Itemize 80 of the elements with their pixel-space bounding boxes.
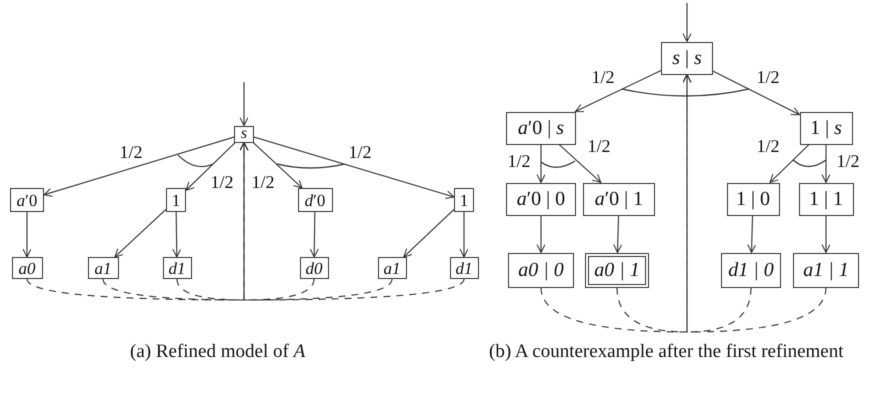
probability-label: 1/2 <box>210 173 234 191</box>
probability-label: 1/2 <box>506 152 532 170</box>
state-box <box>800 112 852 144</box>
arrow <box>114 208 166 258</box>
state-box <box>378 257 406 279</box>
arrow <box>536 144 546 183</box>
probability-label: 1/2 <box>836 152 860 170</box>
state-box <box>300 257 328 279</box>
state-box <box>162 257 192 279</box>
state-box <box>798 182 854 216</box>
arrow <box>240 82 248 126</box>
state-label: a′0 | 1 <box>594 189 644 209</box>
arrow <box>613 215 622 253</box>
state-label: d1 <box>456 260 472 276</box>
arrow <box>252 142 303 188</box>
state-label: d0 <box>306 260 322 276</box>
probability-label: 1/2 <box>756 137 780 155</box>
state-label: d′0 <box>304 192 326 208</box>
arrow <box>747 215 756 253</box>
final-state-box <box>585 252 649 288</box>
arrow <box>172 212 182 258</box>
arrow <box>536 216 546 253</box>
state-label: a1 <box>94 260 112 276</box>
state-box <box>661 42 713 74</box>
state-label: a0 <box>18 260 36 276</box>
state-label: a1 <box>384 260 400 276</box>
state-box <box>583 182 655 216</box>
state-label: a′0 | 0 <box>516 189 566 209</box>
state-box <box>166 188 186 212</box>
state-box <box>454 188 474 212</box>
state-label: 1 | 1 <box>808 189 843 209</box>
state-label: a0 | 1 <box>594 260 640 280</box>
arrow <box>44 136 234 197</box>
arrow <box>403 209 454 258</box>
arrow <box>822 216 830 253</box>
state-box <box>234 126 254 142</box>
arrow <box>22 212 32 258</box>
state-box <box>88 257 118 279</box>
probability-label: 1/2 <box>118 143 144 161</box>
dashed-arrow <box>240 142 464 301</box>
probability-label: 1/2 <box>756 68 780 86</box>
state-label: 1 | 0 <box>736 189 770 209</box>
state-label: 1 | s <box>810 118 842 138</box>
state-label: a1 | 1 <box>803 260 849 280</box>
state-label: a′0 | s <box>518 118 564 138</box>
state-box <box>726 182 780 216</box>
state-box <box>506 112 576 144</box>
probability-label: 1/2 <box>590 68 616 86</box>
arrow <box>769 144 810 183</box>
subfigure-caption: (b) A counterexample after the first refinement <box>489 340 845 364</box>
arrow <box>682 3 692 42</box>
probability-label: 1/2 <box>250 173 276 191</box>
arrow <box>822 144 830 183</box>
state-label: a′0 <box>16 192 38 208</box>
state-box <box>450 257 478 279</box>
state-box <box>793 252 859 288</box>
state-label: s | s <box>672 48 702 68</box>
dashed-arrow <box>682 74 827 333</box>
arrow <box>712 70 800 116</box>
state-box <box>10 188 44 212</box>
state-label: d1 <box>168 260 186 276</box>
arrow <box>460 212 468 258</box>
state-label: a0 | 0 <box>518 260 564 280</box>
state-box <box>508 252 574 288</box>
state-box <box>298 188 332 212</box>
state-label: 1 <box>460 192 468 208</box>
state-box <box>721 252 781 288</box>
arrow <box>310 212 319 258</box>
arrow <box>558 144 602 183</box>
state-label: d1 | 0 <box>728 260 774 280</box>
arrow <box>254 136 454 200</box>
probability-label: 1/2 <box>348 143 372 161</box>
arrow <box>574 70 662 112</box>
state-label: s <box>240 126 248 142</box>
state-label: 1 <box>172 192 180 208</box>
state-box <box>12 257 42 279</box>
state-box <box>506 182 576 216</box>
probability-label: 1/2 <box>586 137 612 155</box>
arrow <box>186 142 236 191</box>
subfigure-caption: (a) Refined model of A <box>130 340 306 364</box>
